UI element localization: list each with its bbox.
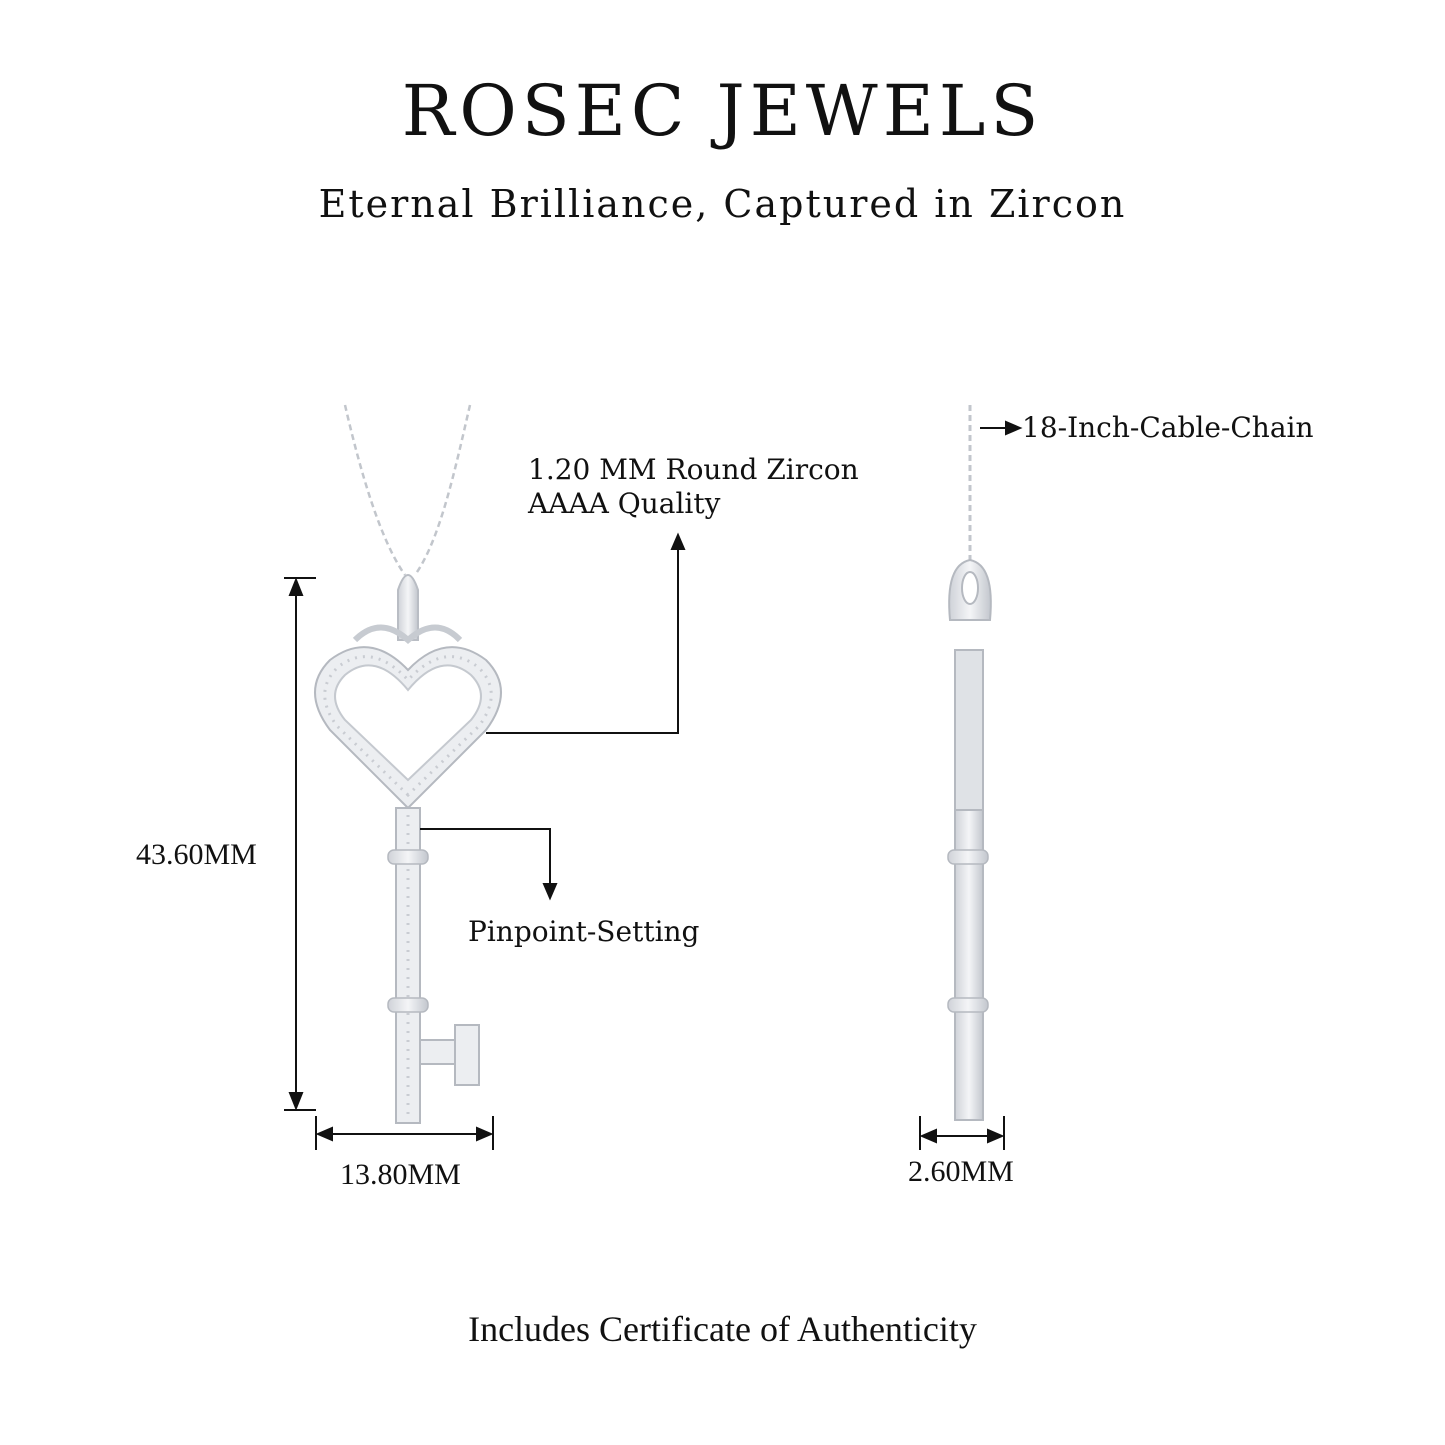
front-chain xyxy=(343,404,472,576)
setting-leader xyxy=(420,828,558,901)
side-view-pendant xyxy=(947,405,992,1121)
zircon-label-line1: 1.20 MM Round Zircon xyxy=(528,453,859,486)
zircon-leader xyxy=(486,532,686,734)
certificate-note: Includes Certificate of Authenticity xyxy=(468,1309,977,1349)
thickness-label: 2.60MM xyxy=(908,1155,1014,1188)
front-view-pendant xyxy=(314,404,502,1124)
width-dimension xyxy=(315,1116,494,1150)
front-crown xyxy=(352,624,463,645)
chain-leader xyxy=(980,420,1023,436)
height-dimension xyxy=(284,577,316,1111)
front-key-bit xyxy=(419,1024,480,1086)
setting-label: Pinpoint-Setting xyxy=(468,915,700,948)
front-bail xyxy=(397,574,419,641)
width-label: 13.80MM xyxy=(340,1158,461,1191)
chain-label: 18-Inch-Cable-Chain xyxy=(1022,411,1314,444)
thickness-dimension xyxy=(919,1116,1005,1150)
height-label: 43.60MM xyxy=(136,838,257,871)
zircon-label-line2: AAAA Quality xyxy=(528,487,721,520)
brand-title: ROSEC JEWELS xyxy=(401,70,1044,152)
brand-tagline: Eternal Brilliance, Captured in Zircon xyxy=(318,182,1127,226)
